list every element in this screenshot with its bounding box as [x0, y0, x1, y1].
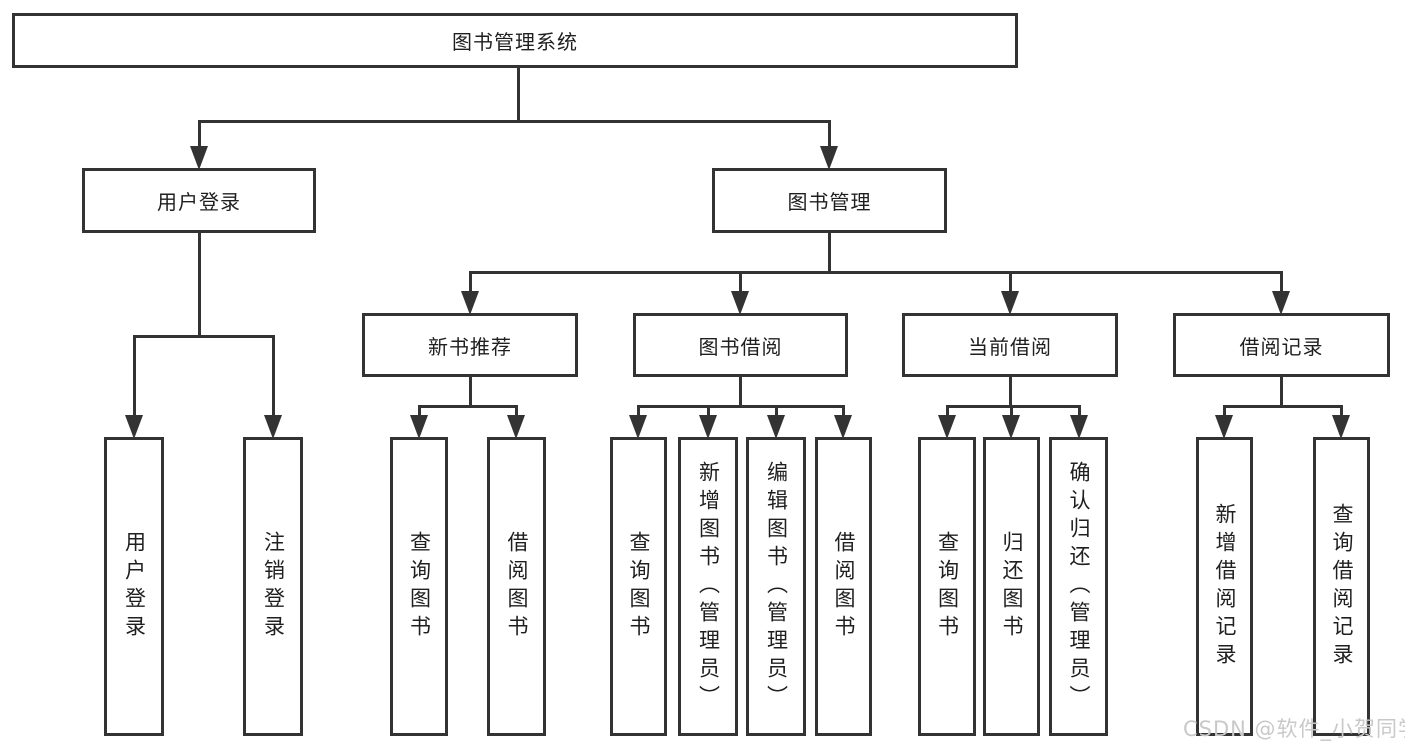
- arrow-down-icon: [190, 146, 208, 170]
- arrow-down-icon: [461, 291, 479, 315]
- arrow-down-icon: [938, 415, 956, 439]
- connector-drop: [1339, 405, 1343, 421]
- node-query-books-borrow: 查询图书: [610, 437, 667, 736]
- connector-stem: [516, 68, 520, 123]
- arrow-down-icon: [410, 415, 428, 439]
- connector-drop: [1279, 271, 1283, 297]
- connector-drop: [1008, 271, 1012, 297]
- node-label-current-borrowing: 当前借阅: [968, 334, 1052, 359]
- node-label-borrowing-records: 借阅记录: [1239, 334, 1324, 359]
- node-add-books-admin: 新增图书（管理员）: [678, 437, 738, 736]
- connector-drop: [706, 405, 710, 421]
- connector-bus: [1222, 405, 1343, 408]
- node-label-return-books: 归还图书: [1000, 530, 1024, 643]
- arrow-down-icon: [1070, 415, 1088, 439]
- node-book-borrowing: 图书借阅: [633, 313, 848, 377]
- node-new-book-recommend: 新书推荐: [362, 313, 578, 377]
- node-query-books-current: 查询图书: [918, 437, 976, 736]
- node-label-book-management: 图书管理: [787, 190, 872, 214]
- node-label-add-books-admin: 新增图书（管理员）: [696, 460, 721, 713]
- arrow-down-icon: [834, 415, 852, 439]
- node-label-user-login-branch: 用户登录: [157, 190, 241, 214]
- node-label-book-borrowing: 图书借阅: [698, 334, 783, 359]
- node-borrow-books: 借阅图书: [815, 437, 872, 736]
- node-label-query-books-current: 查询图书: [935, 530, 960, 643]
- node-label-logout: 注销登录: [261, 530, 286, 643]
- connector-stem: [197, 233, 201, 338]
- node-query-books-recommend: 查询图书: [390, 437, 448, 736]
- node-label-root: 图书管理系统: [452, 30, 578, 54]
- connector-drop: [197, 120, 201, 152]
- node-label-query-borrow-record: 查询借阅记录: [1330, 502, 1354, 671]
- node-logout: 注销登录: [243, 437, 303, 736]
- csdn-watermark: CSDN @软件_小贺同学: [1183, 717, 1405, 741]
- node-label-add-borrow-record: 新增借阅记录: [1213, 502, 1237, 671]
- arrow-down-icon: [1332, 415, 1350, 439]
- node-root: 图书管理系统: [12, 13, 1018, 68]
- connector-bus: [945, 405, 1081, 408]
- connector-drop: [514, 405, 518, 421]
- connector-bus: [636, 405, 845, 408]
- node-label-query-books-borrow: 查询图书: [627, 530, 651, 643]
- connector-stem: [468, 377, 472, 408]
- node-edit-books-admin: 编辑图书（管理员）: [746, 437, 806, 736]
- arrow-down-icon: [125, 415, 143, 439]
- arrow-down-icon: [1215, 415, 1233, 439]
- arrow-down-icon: [820, 146, 838, 170]
- connector-drop: [945, 405, 949, 421]
- node-return-books: 归还图书: [983, 437, 1040, 736]
- connector-drop: [271, 335, 275, 421]
- node-label-user-login: 用户登录: [122, 530, 147, 643]
- arrow-down-icon: [1002, 415, 1020, 439]
- connector-stem: [1008, 377, 1012, 408]
- node-current-borrowing: 当前借阅: [902, 313, 1118, 377]
- node-user-login: 用户登录: [104, 437, 164, 736]
- connector-bus: [417, 405, 518, 408]
- connector-drop: [1009, 405, 1013, 421]
- connector-drop: [636, 405, 640, 421]
- connector-drop: [132, 335, 136, 421]
- node-borrowing-records: 借阅记录: [1173, 313, 1390, 377]
- node-label-borrow-books: 借阅图书: [832, 530, 856, 643]
- arrow-down-icon: [699, 415, 717, 439]
- connector-drop: [468, 271, 472, 297]
- arrow-down-icon: [264, 415, 282, 439]
- connector-drop: [417, 405, 421, 421]
- arrow-down-icon: [731, 291, 749, 315]
- node-confirm-return-admin: 确认归还（管理员）: [1049, 437, 1108, 736]
- connector-stem: [827, 233, 831, 274]
- connector-drop: [774, 405, 778, 421]
- node-book-management: 图书管理: [712, 168, 947, 233]
- node-label-query-books-recommend: 查询图书: [407, 530, 432, 643]
- connector-drop: [841, 405, 845, 421]
- connector-bus: [197, 120, 831, 123]
- node-label-edit-books-admin: 编辑图书（管理员）: [764, 460, 789, 713]
- connector-bus: [132, 335, 275, 338]
- node-query-borrow-record: 查询借阅记录: [1313, 437, 1370, 736]
- connector-drop: [1222, 405, 1226, 421]
- connector-drop: [738, 271, 742, 297]
- node-label-borrow-books-recommend: 借阅图书: [505, 530, 529, 643]
- node-label-confirm-return-admin: 确认归还（管理员）: [1067, 460, 1091, 713]
- connector-drop: [1077, 405, 1081, 421]
- node-label-new-book-recommend: 新书推荐: [428, 334, 512, 359]
- arrow-down-icon: [629, 415, 647, 439]
- arrow-down-icon: [767, 415, 785, 439]
- connector-stem: [1279, 377, 1283, 408]
- arrow-down-icon: [1001, 291, 1019, 315]
- node-borrow-books-recommend: 借阅图书: [487, 437, 546, 736]
- connector-stem: [738, 377, 742, 408]
- connector-drop: [827, 120, 831, 152]
- node-user-login-branch: 用户登录: [82, 168, 316, 233]
- arrow-down-icon: [507, 415, 525, 439]
- connector-bus: [468, 271, 1283, 274]
- node-add-borrow-record: 新增借阅记录: [1196, 437, 1253, 736]
- arrow-down-icon: [1272, 291, 1290, 315]
